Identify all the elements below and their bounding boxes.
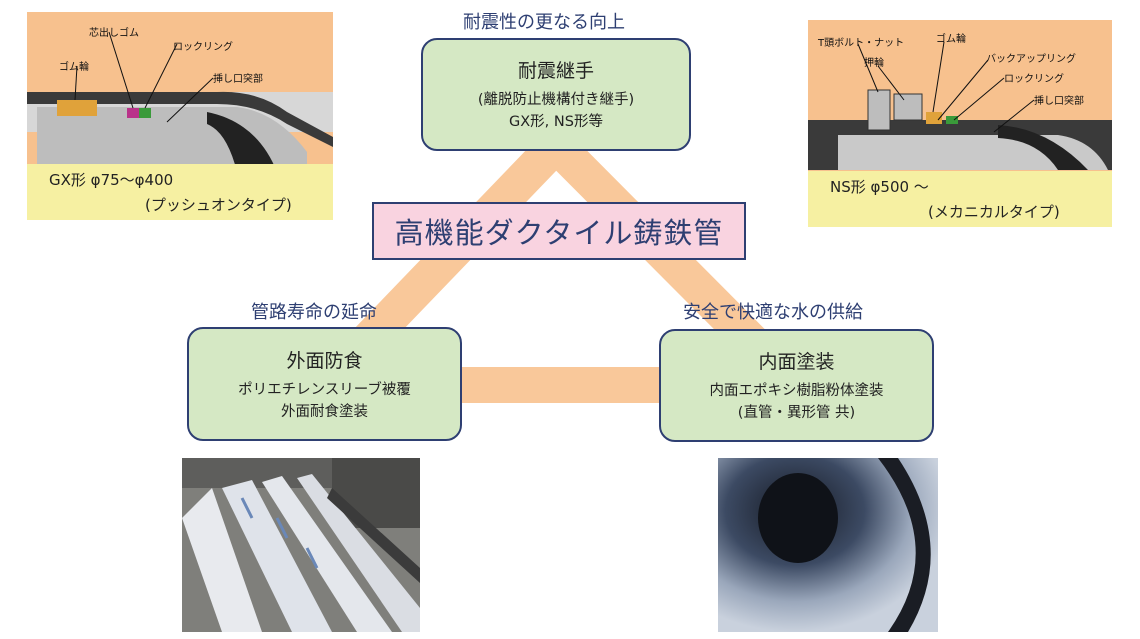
top-heading: 耐震性の更なる向上 [463,12,625,33]
internal-coating-line2: (直管・異形管 共) [737,405,856,421]
gx-joint-diagram: 芯出しゴム ロックリング ゴム輪 挿し口突部 GX形 φ75～φ400 (プッシ… [27,12,333,220]
gx-centering-rubber-shape [127,108,139,118]
gx-lock-ring-shape [139,108,151,118]
ns-label-lock-ring: ロックリング [1004,74,1064,85]
gx-label-centering-rubber: 芯出しゴム [89,28,139,39]
internal-coating-title: 内面塗装 [758,351,835,373]
ns-label-bolt-nut: T頭ボルト・ナット [818,38,905,49]
right-heading: 安全で快適な水の供給 [683,302,863,323]
gx-label-spigot-projection: 挿し口突部 [213,74,263,85]
ns-lock-ring-shape [946,116,958,124]
ns-label-spigot-projection: 挿し口突部 [1034,96,1084,107]
internal-coating-line1: 内面エポキシ樹脂粉体塗装 [709,383,884,399]
ns-label-backup-ring: バックアップリング [986,54,1076,65]
ns-caption-subtype: (メカニカルタイプ) [928,203,1060,221]
gx-gasket-shape [57,100,97,116]
external-corrosion-line1: ポリエチレンスリーブ被覆 [238,381,411,398]
center-title: 高機能ダクタイル鋳鉄管 [394,216,724,250]
ns-joint-diagram: T頭ボルト・ナット ゴム輪 押輪 バックアップリング ロックリング 挿し口突部 … [808,20,1112,227]
gx-caption-band: GX形 φ75～φ400 (プッシュオンタイプ) [27,164,333,220]
ns-joint-drawing [808,41,1112,170]
gx-label-lock-ring: ロックリング [173,42,233,53]
ns-caption-type: NS形 φ500 ～ [830,178,929,196]
gx-caption-type: GX形 φ75～φ400 [49,171,174,189]
external-corrosion-title: 外面防食 [286,349,363,372]
ns-label-gland: 押輪 [864,58,884,69]
ns-gasket-shape [926,112,942,124]
external-corrosion-line2: 外面耐食塗装 [281,403,368,420]
seismic-joint-box: 耐震継手 (離脱防止機構付き継手) GX形, NS形等 [421,38,691,151]
seismic-joint-line2: GX形, NS形等 [509,114,603,130]
pipe-interior-photo [718,458,938,632]
sleeved-pipes-photo [182,458,420,632]
left-heading: 管路寿命の延命 [251,302,377,323]
gx-joint-drawing [27,31,333,177]
internal-coating-box: 内面塗装 内面エポキシ樹脂粉体塗装 (直管・異形管 共) [659,329,934,442]
ns-label-gasket: ゴム輪 [936,34,966,45]
seismic-joint-line1: (離脱防止機構付き継手) [477,92,635,108]
gx-caption-subtype: (プッシュオンタイプ) [145,196,292,214]
seismic-joint-title: 耐震継手 [517,60,594,82]
ns-gland-shape [893,93,923,121]
center-title-box: 高機能ダクタイル鋳鉄管 [372,202,746,260]
gx-label-gasket: ゴム輪 [59,62,89,73]
ns-bolt-shape [867,89,891,131]
external-corrosion-box: 外面防食 ポリエチレンスリーブ被覆 外面耐食塗装 [187,327,462,441]
ns-caption-band: NS形 φ500 ～ (メカニカルタイプ) [808,171,1112,227]
